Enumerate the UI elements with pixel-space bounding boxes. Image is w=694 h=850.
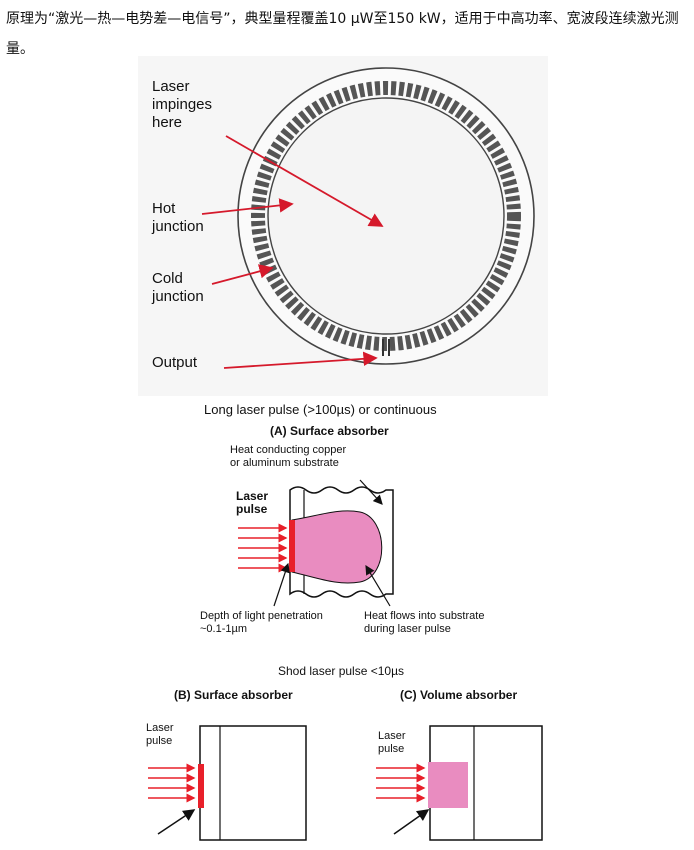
cold-junction-label: Cold junction — [152, 270, 204, 305]
substrate-b — [199, 725, 307, 841]
absorber-disk — [267, 97, 505, 335]
hot-arrow — [201, 198, 294, 215]
laser-pulse-label-b: Laser pulse — [146, 722, 174, 747]
thermopile-figure: Laser impinges here Hot junction Cold ju… — [138, 56, 548, 396]
thermopile-svg — [201, 67, 535, 369]
absorber-svg — [148, 479, 543, 841]
panel-a-title: (A) Surface absorber — [270, 424, 389, 438]
thermocouple-ring — [251, 81, 521, 351]
short-pulse-title: Shod laser pulse <10µs — [278, 664, 404, 678]
output-label: Output — [152, 354, 198, 371]
heat-zone — [291, 510, 383, 584]
laser-arrow — [225, 135, 384, 227]
laser-pulse-label-a: Laser pulse — [236, 489, 269, 516]
laser-pulse-label-c: Laser pulse — [378, 730, 406, 755]
long-pulse-title: Long laser pulse (>100µs) or continuous — [204, 402, 437, 417]
laser-rays-a — [238, 523, 288, 573]
laser-rays-b — [148, 763, 196, 803]
absorber-layer-a — [289, 520, 295, 572]
substrate-label: Heat conducting copper or aluminum subst… — [230, 444, 347, 469]
laser-rays-c — [376, 763, 426, 803]
volume-absorber — [428, 762, 468, 808]
absorber-layer-b — [198, 764, 204, 808]
heat-flow-label: Heat flows into substrate during laser p… — [364, 610, 485, 635]
intro-paragraph: 原理为“激光—热—电势差—电信号”，典型量程覆盖10 μW至150 kW，适用于… — [6, 11, 679, 57]
cold-arrow — [211, 264, 274, 285]
output-arrow — [223, 351, 378, 369]
panel-c-title: (C) Volume absorber — [400, 688, 518, 702]
depth-label: Depth of light penetration ~0.1-1µm — [200, 610, 323, 635]
panel-b-title: (B) Surface absorber — [174, 688, 293, 702]
laser-label: Laser impinges here — [152, 78, 213, 131]
absorber-diagram: Long laser pulse (>100µs) or continuous … — [138, 396, 548, 846]
hot-junction-label: Hot junction — [152, 200, 204, 235]
